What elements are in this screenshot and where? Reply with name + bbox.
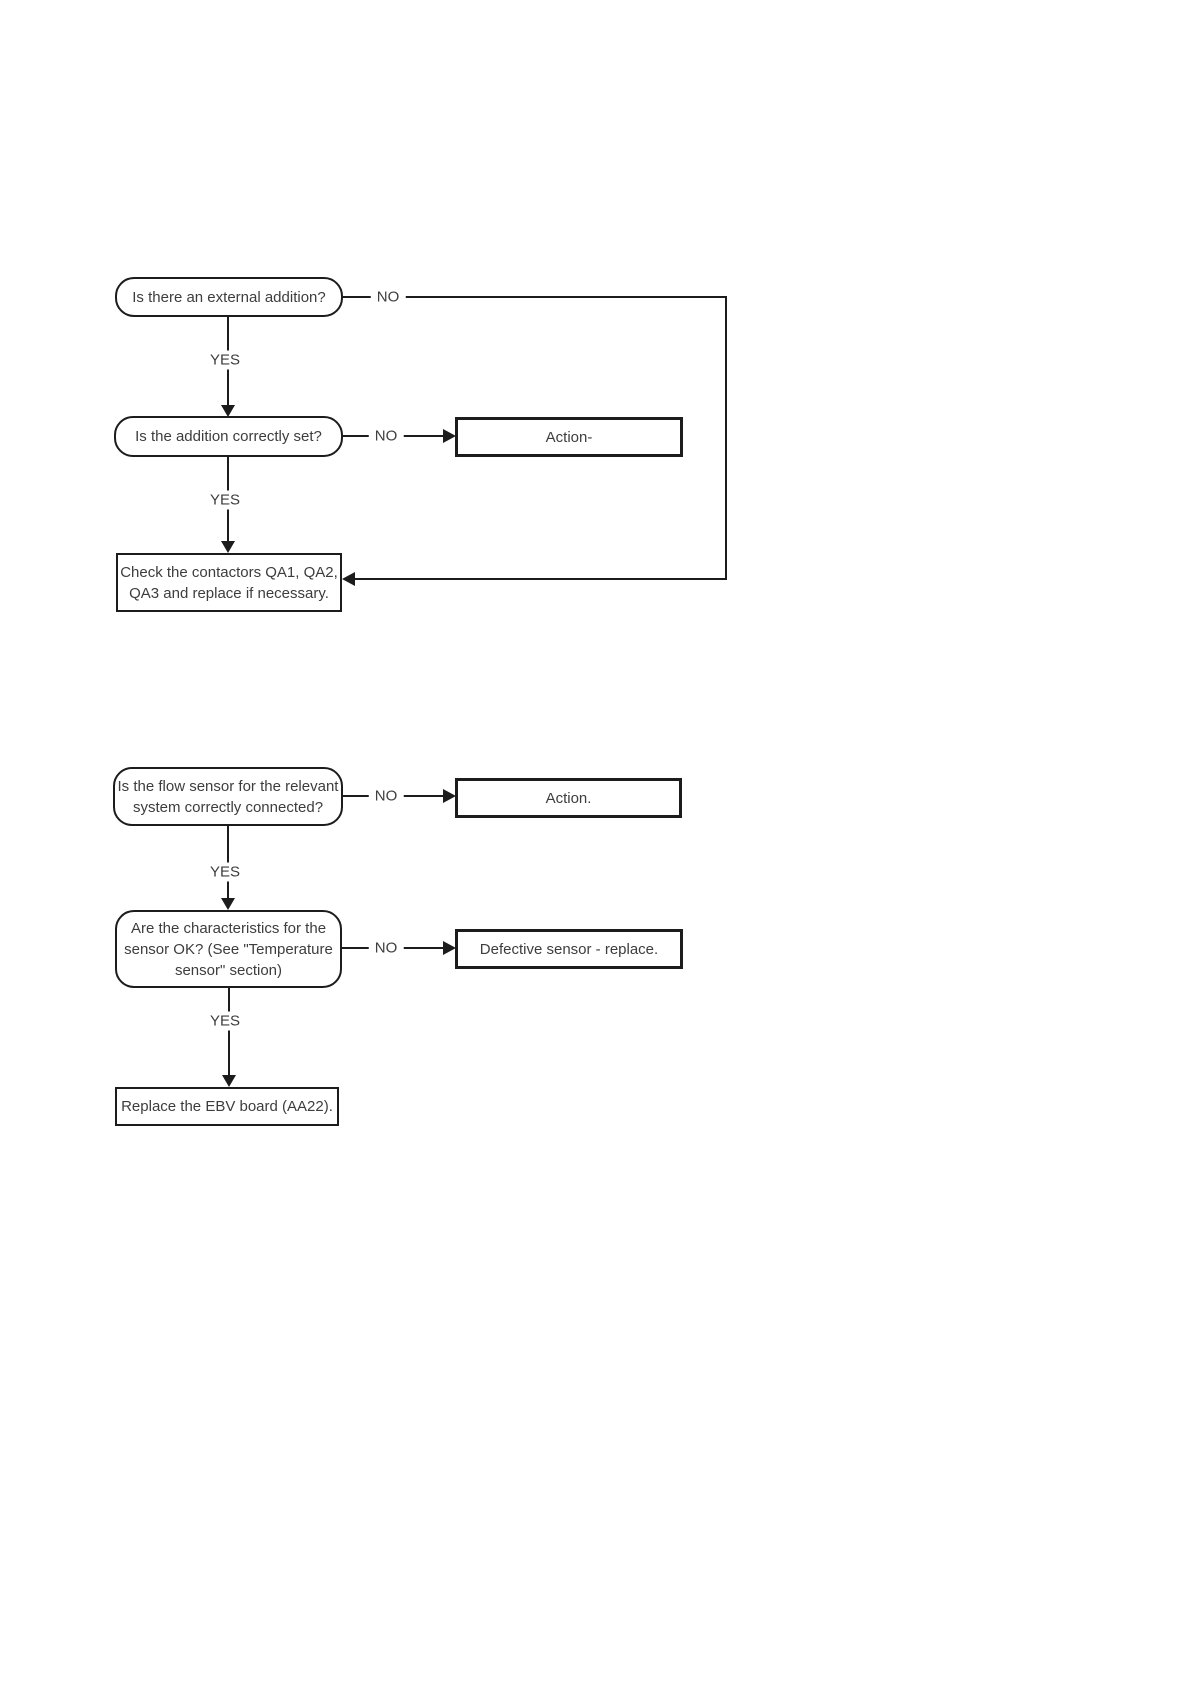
action-defective-sensor: Defective sensor - replace.	[455, 929, 683, 969]
decision-flow-sensor-line1: Is the flow sensor for the relevant	[117, 777, 339, 795]
label-no: NO	[368, 786, 404, 806]
arrowhead-right-icon	[443, 429, 456, 443]
decision-sensor-characteristics-line1: Are the characteristics for the	[130, 919, 327, 937]
connector-yes-line	[228, 988, 230, 1075]
label-no: NO	[368, 938, 404, 958]
arrowhead-down-icon	[221, 541, 235, 553]
decision-flow-sensor-line2: system correctly connected?	[132, 798, 324, 816]
decision-sensor-characteristics-line2: sensor OK? (See "Temperature	[124, 940, 333, 958]
decision-sensor-characteristics-line3: sensor" section)	[174, 961, 283, 979]
arrowhead-down-icon	[221, 898, 235, 910]
arrowhead-down-icon	[222, 1075, 236, 1087]
decision-flow-sensor: Is the flow sensor for the relevant syst…	[113, 767, 343, 826]
label-yes: YES	[203, 862, 247, 882]
connector-yes-line	[227, 826, 229, 898]
label-yes: YES	[203, 1011, 247, 1031]
result-replace-ebv-board-text: Replace the EBV board (AA22).	[121, 1098, 333, 1115]
action-box: Action-	[455, 417, 683, 457]
connector-no-return-line	[354, 578, 725, 580]
arrowhead-down-icon	[221, 405, 235, 417]
decision-addition-set-text: Is the addition correctly set?	[135, 428, 322, 445]
arrowhead-right-icon	[443, 789, 456, 803]
decision-sensor-characteristics: Are the characteristics for the sensor O…	[115, 910, 342, 988]
arrowhead-left-icon	[342, 572, 355, 586]
decision-external-addition-text: Is there an external addition?	[132, 288, 326, 306]
label-yes: YES	[203, 490, 247, 510]
label-no: NO	[368, 426, 404, 446]
action-box-text: Action.	[545, 789, 592, 807]
arrowhead-right-icon	[443, 941, 456, 955]
result-check-contactors: Check the contactors QA1, QA2, QA3 and r…	[116, 553, 342, 612]
result-check-contactors-line2: QA3 and replace if necessary.	[129, 584, 329, 602]
decision-external-addition: Is there an external addition?	[115, 277, 343, 317]
decision-addition-set: Is the addition correctly set?	[114, 416, 343, 457]
result-check-contactors-line1: Check the contactors QA1, QA2,	[120, 563, 338, 581]
label-no: NO	[370, 287, 406, 307]
action-defective-sensor-text: Defective sensor - replace.	[479, 940, 659, 958]
connector-no-right-line	[725, 296, 727, 580]
connector-no-top-line	[343, 296, 727, 298]
label-yes: YES	[203, 350, 247, 370]
result-replace-ebv-board: Replace the EBV board (AA22).	[115, 1087, 339, 1126]
action-box: Action.	[455, 778, 682, 818]
action-box-text: Action-	[545, 428, 593, 446]
